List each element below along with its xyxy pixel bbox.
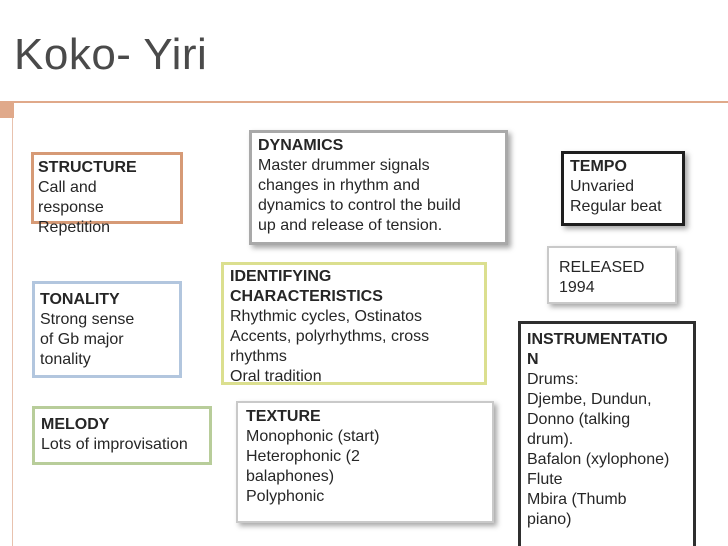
identifying-line: Accents, polyrhythms, cross (230, 328, 430, 345)
dynamics-line: dynamics to control the build (258, 197, 461, 214)
structure-line: Call and (38, 179, 97, 196)
tonality-box: TONALITY Strong sense of Gb major tonali… (32, 281, 182, 378)
structure-line: response (38, 199, 104, 216)
melody-heading: MELODY (41, 416, 110, 433)
dynamics-line: Master drummer signals (258, 157, 430, 174)
corner-accent (0, 101, 14, 118)
released-year: 1994 (559, 279, 595, 296)
texture-line: Monophonic (start) (246, 428, 380, 445)
instrumentation-line: Flute (527, 471, 563, 488)
identifying-line: rhythms (230, 348, 287, 365)
identifying-characteristics-box: IDENTIFYING CHARACTERISTICS Rhythmic cyc… (221, 262, 487, 385)
slide-title: Koko- Yiri (14, 30, 208, 79)
tonality-line: tonality (40, 351, 91, 368)
instrumentation-line: Drums: (527, 371, 579, 388)
released-label: RELEASED (559, 259, 645, 276)
left-margin-line (12, 118, 13, 546)
instrumentation-heading: N (527, 351, 539, 368)
identifying-heading: CHARACTERISTICS (230, 288, 383, 305)
dynamics-line: changes in rhythm and (258, 177, 420, 194)
tonality-line: Strong sense (40, 311, 135, 328)
tempo-heading: TEMPO (570, 158, 627, 175)
instrumentation-line: piano) (527, 511, 572, 528)
title-underline (0, 101, 728, 103)
released-box: RELEASED 1994 (547, 246, 677, 304)
instrumentation-line: Djembe, Dundun, (527, 391, 652, 408)
texture-box: TEXTURE Monophonic (start) Heterophonic … (236, 401, 494, 523)
tempo-box: TEMPO Unvaried Regular beat (561, 151, 685, 226)
texture-line: Heterophonic (2 (246, 448, 360, 465)
instrumentation-box: INSTRUMENTATIO N Drums: Djembe, Dundun, … (518, 321, 696, 546)
instrumentation-line: Donno (talking (527, 411, 631, 428)
tonality-line: of Gb major (40, 331, 124, 348)
instrumentation-line: Mbira (Thumb (527, 491, 627, 508)
dynamics-heading: DYNAMICS (258, 137, 344, 154)
dynamics-line: up and release of tension. (258, 217, 443, 234)
tonality-heading: TONALITY (40, 291, 120, 308)
tempo-line: Unvaried (570, 178, 635, 195)
identifying-line: Oral tradition (230, 368, 322, 385)
texture-line: balaphones) (246, 468, 335, 485)
structure-line: Repetition (38, 219, 111, 236)
instrumentation-line: Bafalon (xylophone) (527, 451, 670, 468)
structure-box: STRUCTURE Call and response Repetition (31, 152, 183, 236)
structure-heading: STRUCTURE (38, 159, 137, 176)
texture-heading: TEXTURE (246, 408, 321, 425)
melody-box: MELODY Lots of improvisation (32, 406, 212, 465)
melody-line: Lots of improvisation (41, 436, 188, 453)
dynamics-box: DYNAMICS Master drummer signals changes … (249, 130, 508, 245)
identifying-heading: IDENTIFYING (230, 268, 332, 285)
instrumentation-heading: INSTRUMENTATIO (527, 331, 668, 348)
tempo-line: Regular beat (570, 198, 662, 215)
instrumentation-line: drum). (527, 431, 574, 448)
identifying-line: Rhythmic cycles, Ostinatos (230, 308, 423, 325)
texture-line: Polyphonic (246, 488, 325, 505)
